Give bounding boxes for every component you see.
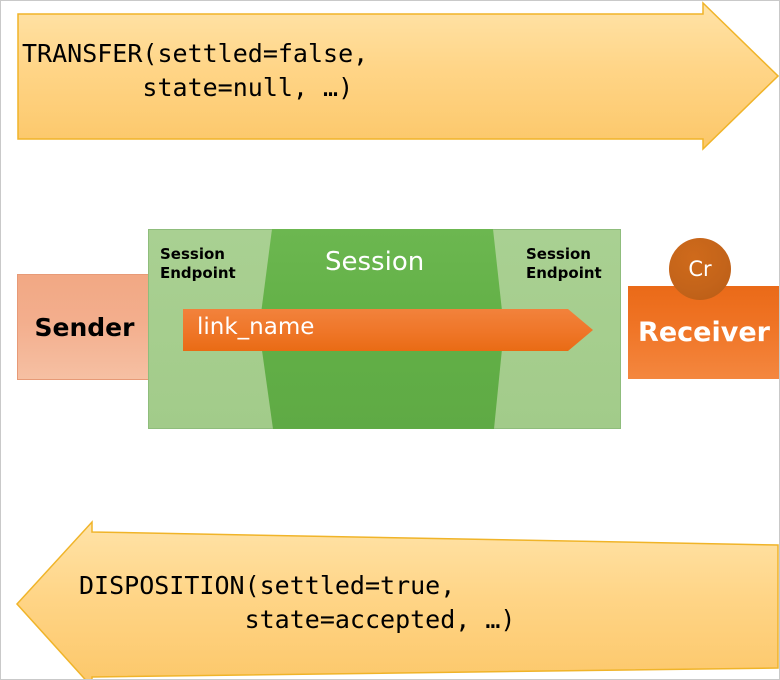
credit-badge[interactable]: Cr	[669, 238, 731, 300]
link-name-arrow-shape	[183, 309, 593, 351]
sender-label: Sender	[34, 312, 135, 342]
receiver-label: Receiver	[638, 317, 770, 348]
transfer-arrow-label: TRANSFER(settled=false, state=null, …)	[22, 39, 369, 102]
credit-badge-label: Cr	[688, 257, 712, 281]
receiver-box[interactable]: Receiver	[628, 286, 779, 379]
link-name-label: link_name	[197, 314, 315, 340]
session-title: Session	[325, 247, 425, 277]
session-endpoint-left-label: Session Endpoint	[160, 245, 236, 282]
disposition-arrow-label: DISPOSITION(settled=true, state=accepted…	[79, 571, 516, 634]
sender-box[interactable]: Sender	[17, 274, 152, 380]
session-endpoint-right-label: Session Endpoint	[526, 245, 602, 282]
